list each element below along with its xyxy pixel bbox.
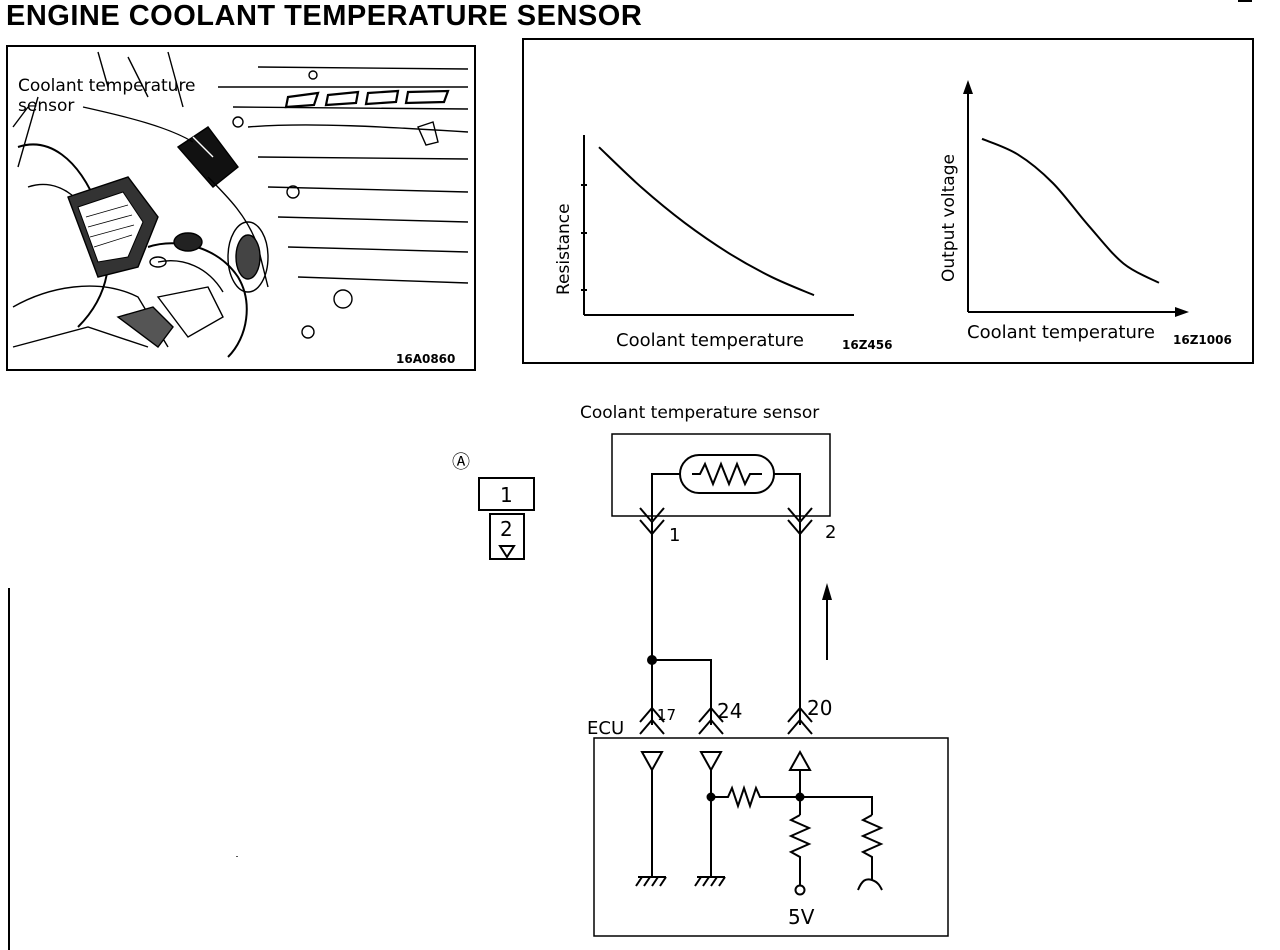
connector-pin-1: 1 (500, 483, 513, 507)
ground-17-icon (635, 876, 667, 887)
resistance-chart-code: 16Z456 (842, 338, 892, 352)
ecu-terminal-17-icon (639, 706, 665, 735)
sensor-pin-2-label: 2 (825, 522, 836, 543)
ecu-terminal-24-icon (698, 706, 724, 735)
ecu-input-24-icon (699, 751, 723, 773)
ecu-label: ECU (587, 718, 624, 739)
sensor-pin-1-label: 1 (669, 525, 680, 546)
ecu-input-17-icon (640, 751, 664, 773)
resistance-curve (598, 146, 815, 297)
output-voltage-curve (981, 137, 1160, 284)
ecu-pin-20-label: 20 (807, 696, 832, 720)
ecu-series-resistor-icon (711, 784, 800, 810)
ecu-terminal-20-icon (787, 706, 813, 735)
left-margin-rule (8, 588, 10, 950)
ecu-right-resistor-icon (860, 814, 884, 880)
wire-branch-24 (652, 659, 712, 725)
connector-key-icon (498, 545, 516, 559)
sensor-lead-right (774, 473, 801, 520)
supply-voltage-label: 5V (788, 905, 815, 929)
voltage-x-label: Coolant temperature (967, 322, 1155, 343)
resistance-x-label: Coolant temperature (616, 330, 804, 351)
ecu-pullup-resistor-icon (788, 814, 812, 885)
voltage-chart-code: 16Z1006 (1173, 333, 1232, 347)
characteristic-charts: Resistance Coolant temperature 16Z456 Ou… (554, 80, 1232, 352)
connector-marker: Ⓐ (452, 452, 470, 473)
photo-label-line2: sensor (18, 96, 74, 116)
supply-terminal-icon (794, 884, 806, 896)
ecu-pin-24-label: 24 (717, 699, 742, 723)
sensor-title: Coolant temperature sensor (580, 403, 819, 423)
connector-pin2-box (489, 513, 525, 560)
characteristic-curves-panel: Resistance Coolant temperature 16Z456 Ou… (522, 38, 1254, 364)
ecu-pin-17-label: 17 (657, 706, 676, 724)
ecu-right-ground-icon (857, 878, 883, 891)
wiring-schematic: Coolant temperature sensor Ⓐ 1 2 1 2 ECU… (452, 403, 949, 937)
voltage-y-arrow (963, 80, 973, 94)
ecu-line-to-pullup (800, 796, 873, 815)
junction-dot (647, 655, 657, 665)
photo-label-line1: Coolant temperature (18, 76, 196, 96)
sensor-housing (611, 433, 831, 517)
ecu-box (593, 737, 949, 937)
resistance-y-label: Resistance (554, 203, 574, 295)
photo-code: 16A0860 (396, 352, 455, 366)
ground-24-icon (694, 876, 726, 887)
speck (236, 856, 238, 857)
corner-mark (1238, 0, 1252, 2)
ecu-node-24 (706, 792, 716, 802)
current-arrow-head (822, 583, 832, 600)
connector-pin1-box (478, 477, 535, 511)
sensor-thermistor-icon (692, 461, 762, 487)
engine-photo-panel: Coolant temperature sensor 16A0860 (6, 45, 476, 371)
voltage-x-arrow (1175, 307, 1189, 317)
page-title: ENGINE COOLANT TEMPERATURE SENSOR (6, 0, 643, 32)
engine-illustration: Coolant temperature sensor 16A0860 (12, 51, 469, 366)
voltage-y-label: Output voltage (939, 154, 959, 282)
ecu-output-20-icon (788, 749, 812, 771)
sensor-lead-left (651, 473, 680, 520)
connector-pin-2: 2 (500, 517, 513, 541)
